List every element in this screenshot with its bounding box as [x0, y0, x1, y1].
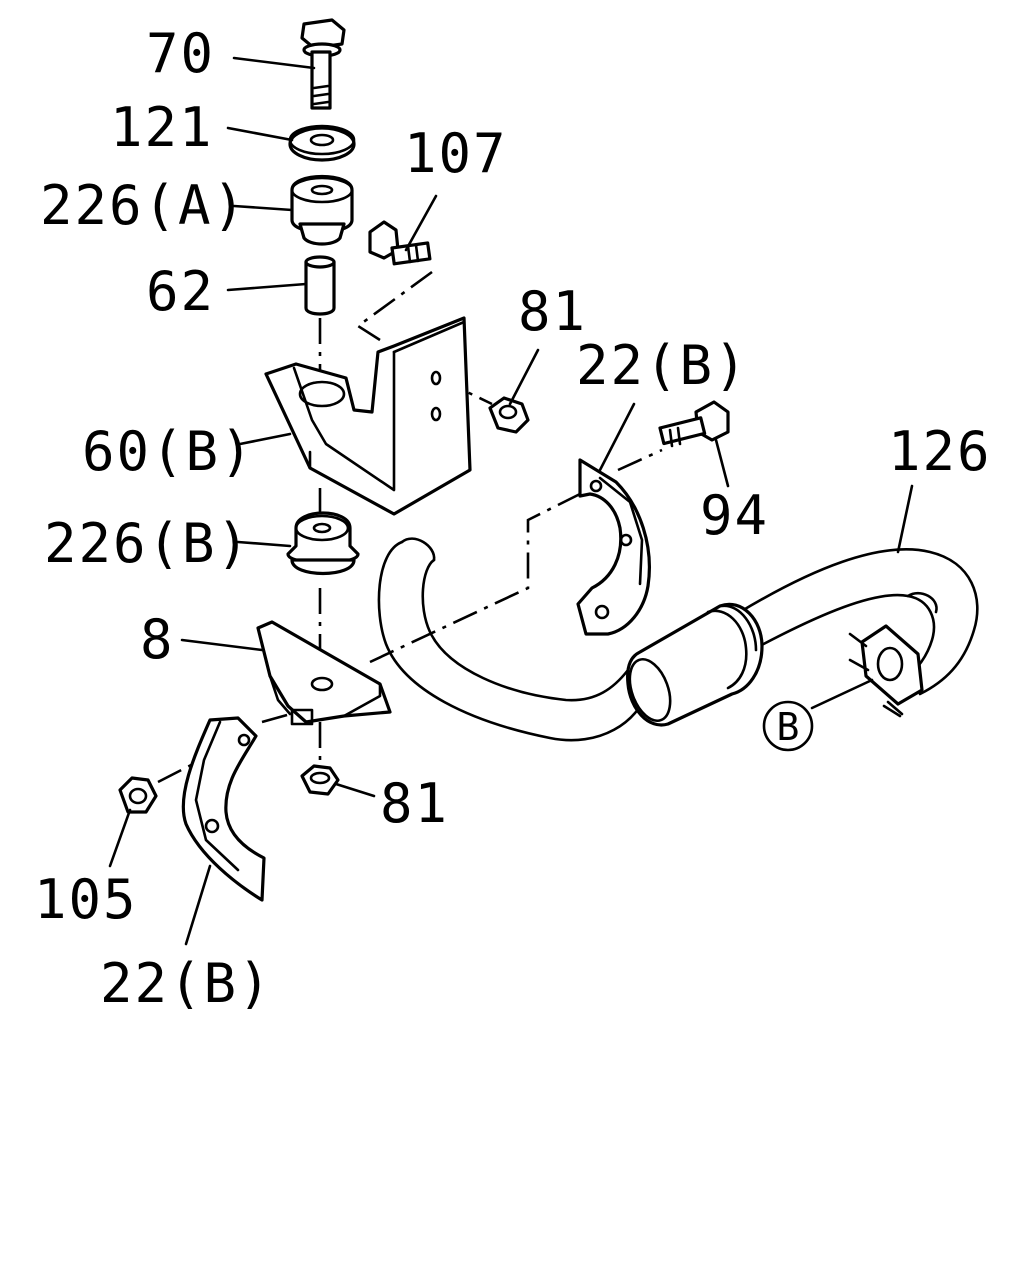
- exhaust-pipe-rear-bulge: [906, 591, 938, 614]
- flange-studs: [848, 632, 904, 718]
- bracket-60b: [264, 316, 472, 516]
- rubber-mount-226b: [286, 511, 360, 576]
- callout-226b: 226(B): [44, 512, 251, 575]
- exhaust-pipe-inlet-end: [400, 537, 436, 562]
- bolt-94: [658, 400, 730, 448]
- callout-126: 126: [888, 420, 992, 483]
- muffler-band: [706, 609, 748, 690]
- exhaust-pipe-inner-bend: [421, 558, 630, 702]
- callout-121: 121: [110, 96, 214, 159]
- callout-60b: 60(B): [82, 420, 255, 483]
- nut-81-top: [488, 396, 530, 434]
- exhaust-flange: [860, 624, 924, 706]
- callout-8: 8: [140, 608, 175, 671]
- muffler-inlet-ring: [628, 658, 672, 722]
- bolt-70: [300, 18, 346, 110]
- nut-105: [118, 776, 158, 814]
- reference-b-circle: [762, 700, 814, 752]
- rubber-mount-226a: [290, 174, 354, 246]
- callout-70: 70: [146, 22, 215, 85]
- callout-107: 107: [404, 122, 508, 185]
- flange-port: [876, 646, 904, 682]
- hanger-22b-top: [576, 458, 651, 636]
- muffler-band-edge: [720, 604, 758, 652]
- callout-105: 105: [34, 868, 138, 931]
- callout-226a: 226(A): [40, 174, 247, 237]
- exhaust-pipe-outer-bend: [377, 540, 650, 742]
- callout-62: 62: [146, 260, 215, 323]
- callout-94: 94: [700, 484, 769, 547]
- callout-labels: 70 121 226(A) 107 62 81 22(B) 60(B) 94 1…: [34, 22, 992, 1015]
- exhaust-pipe-rear-upper: [738, 548, 979, 696]
- bracket-8: [256, 620, 392, 726]
- exhaust-pipe-rear-lower: [754, 593, 936, 682]
- callout-22b-bottom: 22(B): [100, 952, 273, 1015]
- leader-lines: [108, 56, 914, 946]
- exhaust-pipe-assembly: [377, 537, 979, 742]
- muffler-body: [626, 602, 764, 727]
- sleeve-62: [304, 255, 336, 316]
- callout-81-top: 81: [518, 280, 587, 343]
- callout-81-bottom: 81: [380, 772, 449, 835]
- reference-b-label: B: [777, 705, 800, 749]
- washer-121: [288, 124, 356, 162]
- callout-22b-top: 22(B): [576, 334, 749, 397]
- hanger-22b-bottom: [181, 716, 266, 902]
- bolt-107: [368, 220, 432, 266]
- nut-81-bottom: [300, 764, 340, 796]
